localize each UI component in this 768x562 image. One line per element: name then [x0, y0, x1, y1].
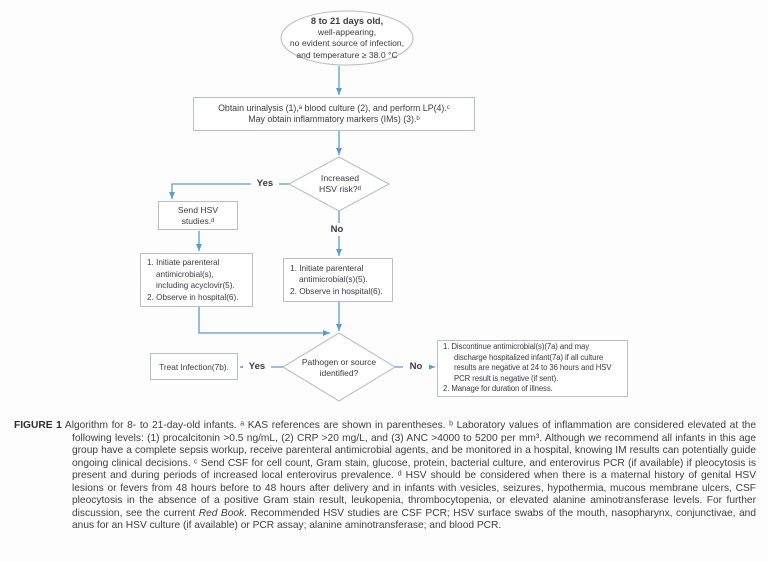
figure-caption: FIGURE 1 Algorithm for 8- to 21-day-old … [14, 420, 756, 533]
workup-box: Obtain urinalysis (1),ᵃ blood culture (2… [193, 97, 475, 131]
start-line-age: 8 to 21 days old, [310, 15, 384, 26]
init-acyclovir-line-1: 1. Initiate parenteral [147, 258, 220, 267]
no-label-hsv: No [324, 223, 350, 236]
send-hsv-line-2: studies.ᵈ [181, 215, 215, 226]
figure-caption-text-2: . Recommended HSV studies are CSF PCR; H… [72, 507, 756, 532]
init-acyclovir-line-4: 2. Observe in hospital(6). [147, 292, 239, 302]
init-acyclovir-line-3: including acyclovir(5). [156, 281, 235, 290]
start-line-source: no evident source of infection, [289, 38, 405, 49]
figure-caption-label: FIGURE 1 [14, 420, 62, 431]
arrow-init-acyclovir-to-junction [198, 307, 330, 336]
send-hsv-line-1: Send HSV [177, 204, 219, 215]
no-label-pathogen: No [403, 360, 429, 373]
yes-label-pathogen: Yes [243, 360, 271, 373]
treat-infection-box: Treat Infection(7b). [150, 353, 238, 380]
discharge-line-3: results are negative at 24 to 36 hours a… [454, 363, 612, 373]
discharge-line-1: 1. Discontinue antimicrobial(s)(7a) and … [443, 342, 590, 352]
treat-infection-label: Treat Infection(7b). [159, 361, 229, 372]
pathogen-line-1: Pathogen or source [301, 356, 377, 367]
init-line-1: 1. Initiate parenteral [290, 262, 364, 273]
hsv-risk-line-2: HSV risk?ᵈ [319, 184, 361, 194]
discharge-box: 1. Discontinue antimicrobial(s)(7a) and … [437, 340, 628, 397]
workup-line-1: Obtain urinalysis (1),ᵃ blood culture (2… [218, 102, 450, 113]
start-line-appearance: well-appearing, [317, 26, 377, 37]
send-hsv-box: Send HSV studies.ᵈ [158, 201, 238, 230]
pathogen-diamond [281, 332, 397, 402]
discharge-line-2: discharge hospitalized infant(7a) if all… [454, 352, 604, 362]
pathogen-line-2: identified? [319, 367, 359, 378]
init-line-3: 2. Observe in hospital(6). [290, 285, 383, 296]
init-line-2: antimicrobial(s)(5). [299, 274, 368, 285]
start-line-temperature: and temperature ≥ 38.0 °C [296, 49, 398, 60]
init-acyclovir-box: 1. Initiate parenteral antimicrobial(s),… [140, 253, 253, 307]
hsv-risk-line-1: Increased [320, 173, 360, 183]
hsv-risk-diamond-text: Increased HSV risk?ᵈ [293, 172, 387, 196]
init-box: 1. Initiate parenteral antimicrobial(s)(… [283, 258, 393, 302]
discharge-line-4: PCR result is negative (if sent). [454, 373, 559, 383]
figure-caption-paragraph: FIGURE 1 Algorithm for 8- to 21-day-old … [14, 420, 756, 533]
start-node-text: 8 to 21 days old, well-appearing, no evi… [281, 12, 413, 64]
figure-caption-text-1: Algorithm for 8- to 21-day-old infants. … [61, 420, 756, 519]
yes-label-hsv: Yes [251, 177, 279, 190]
pathogen-diamond-text: Pathogen or source identified? [287, 355, 391, 380]
red-book-italic: Red Book [198, 507, 245, 519]
arrow-yes-to-send-hsv [169, 183, 289, 199]
start-oval [280, 10, 414, 66]
init-acyclovir-line-2: antimicrobial(s), [156, 269, 214, 279]
discharge-line-5: 2. Manage for duration of illness. [443, 384, 553, 394]
workup-line-2: May obtain inflammatory markers (IMs) (3… [248, 114, 420, 124]
